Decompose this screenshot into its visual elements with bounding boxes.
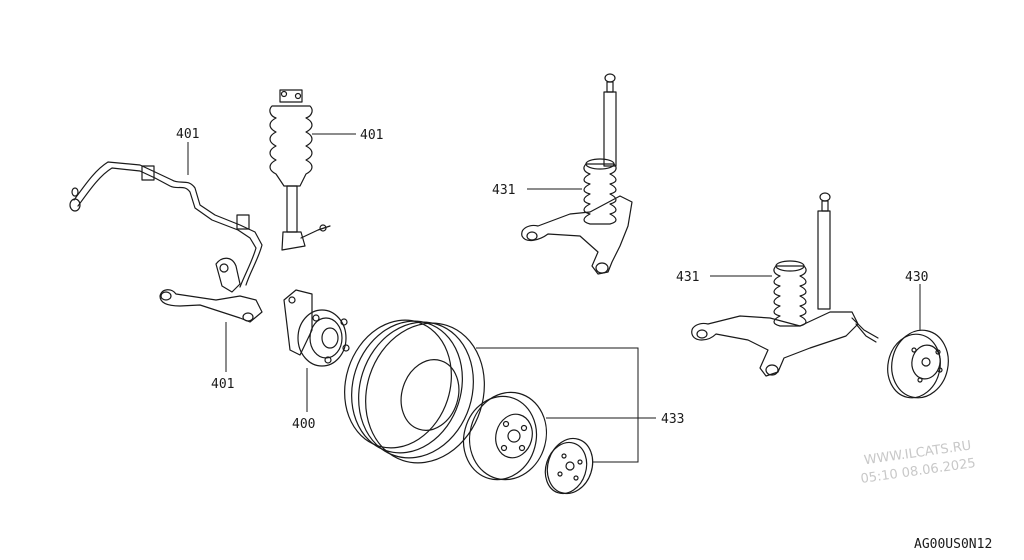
callout-spring-lower[interactable]: 431 (676, 270, 699, 285)
tire (344, 319, 485, 464)
stabilizer-bar (69, 161, 263, 288)
rear-shock-right (691, 192, 879, 377)
hub-cap (544, 437, 594, 495)
callout-lower-arm-front[interactable]: 401 (211, 377, 234, 392)
front-strut (269, 89, 331, 251)
wheel-rim (462, 391, 548, 481)
brake-drum (887, 329, 949, 399)
callout-strut-front[interactable]: 401 (360, 128, 383, 143)
front-lower-arm (159, 257, 263, 323)
diagram-code: AG00US0N12 (914, 537, 992, 552)
callout-hub[interactable]: 400 (292, 417, 315, 432)
front-hub (283, 289, 350, 367)
watermark: WWW.ILCATS.RU 05:10 08.06.2025 (860, 438, 977, 487)
callout-labels: 401 401 401 400 431 431 430 433 (176, 127, 928, 432)
leader-lines (187, 133, 921, 463)
callout-drum[interactable]: 430 (905, 270, 928, 285)
callout-spring-upper[interactable]: 431 (492, 183, 515, 198)
callout-wheel[interactable]: 433 (661, 412, 684, 427)
callout-stabilizer[interactable]: 401 (176, 127, 199, 142)
rear-shock-center (521, 73, 633, 275)
